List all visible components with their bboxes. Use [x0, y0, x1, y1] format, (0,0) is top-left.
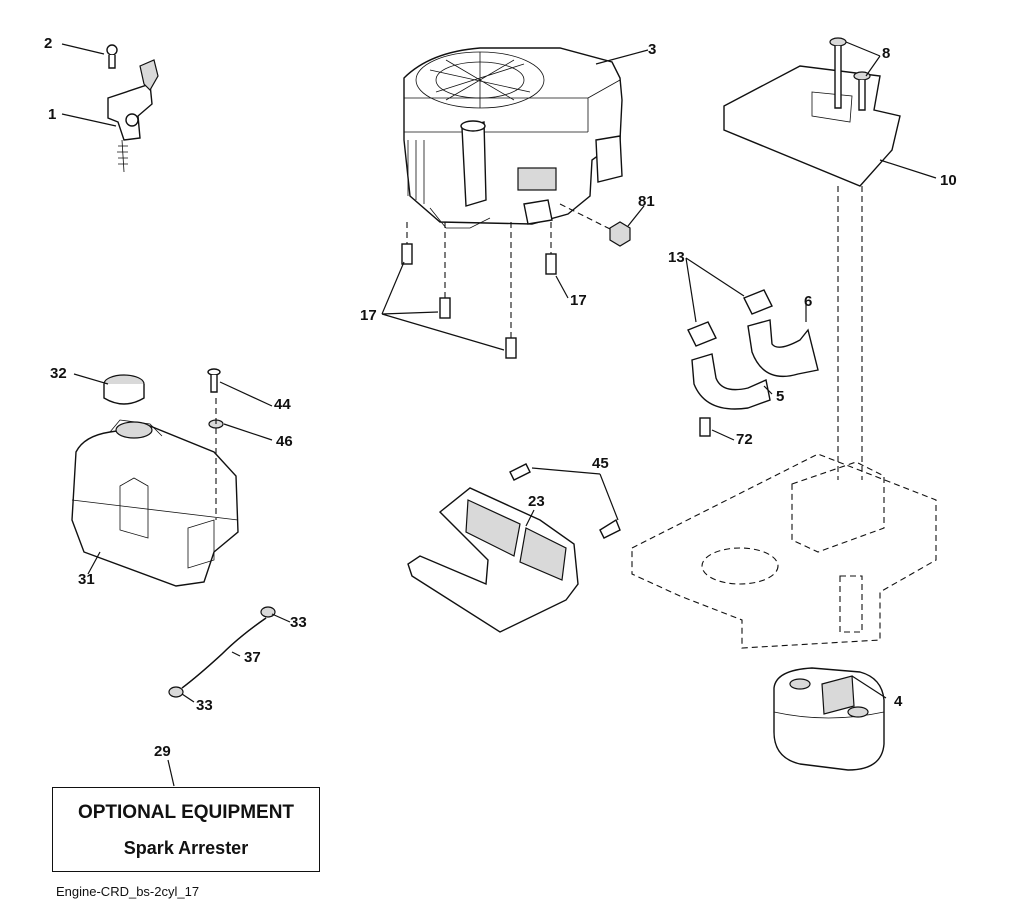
screw-part — [106, 44, 118, 69]
callout-17-right: 17 — [570, 292, 587, 309]
callout-17-left: 17 — [360, 307, 377, 324]
callout-3: 3 — [648, 41, 656, 58]
spark-arrester-label: Spark Arrester — [123, 838, 249, 858]
callout-6: 6 — [804, 293, 812, 310]
callout-10: 10 — [940, 172, 957, 189]
callout-81: 81 — [638, 193, 655, 210]
callout-72: 72 — [736, 431, 753, 448]
callout-33-top: 33 — [290, 614, 307, 631]
callout-32: 32 — [50, 365, 67, 382]
optional-equipment-box: OPTIONAL EQUIPMENT Spark Arrester — [52, 787, 320, 872]
exhaust-gasket-part — [687, 289, 773, 347]
throttle-control-part — [107, 59, 159, 173]
callout-8: 8 — [882, 45, 890, 62]
exhaust-bolt-part — [699, 417, 711, 437]
exhaust-pipe-part — [691, 319, 819, 410]
leader-lines — [61, 41, 937, 787]
engine-bolt-part — [401, 222, 557, 359]
shield-bolt-part — [829, 37, 871, 111]
callout-1: 1 — [48, 106, 56, 123]
callout-44: 44 — [274, 396, 291, 413]
callout-29: 29 — [154, 743, 171, 760]
callout-4: 4 — [894, 693, 903, 710]
plate-bolt-part — [509, 463, 621, 539]
heat-shield-part — [723, 65, 901, 187]
mounting-plate-part — [407, 487, 579, 633]
muffler-part — [773, 667, 885, 771]
callout-37: 37 — [244, 649, 261, 666]
tank-screw-part — [207, 368, 221, 393]
engine-part — [403, 47, 623, 229]
callout-33-bottom: 33 — [196, 697, 213, 714]
callout-31: 31 — [78, 571, 95, 588]
optional-equipment-title: OPTIONAL EQUIPMENT — [77, 802, 295, 823]
diagram-id: Engine-CRD_bs-2cyl_17 — [56, 884, 200, 899]
callout-13: 13 — [668, 249, 685, 266]
callout-2: 2 — [44, 35, 52, 52]
callout-23: 23 — [528, 493, 545, 510]
callout-5: 5 — [776, 388, 784, 405]
callout-45: 45 — [592, 455, 609, 472]
frame-outline — [631, 453, 937, 649]
fuel-cap-part — [103, 374, 145, 405]
fuel-tank-part — [71, 419, 239, 587]
nut-part — [559, 203, 631, 247]
hose-clamp-part — [168, 606, 276, 698]
callout-46: 46 — [276, 433, 293, 450]
fuel-hose-part — [181, 617, 267, 689]
alignment-line — [837, 186, 863, 480]
